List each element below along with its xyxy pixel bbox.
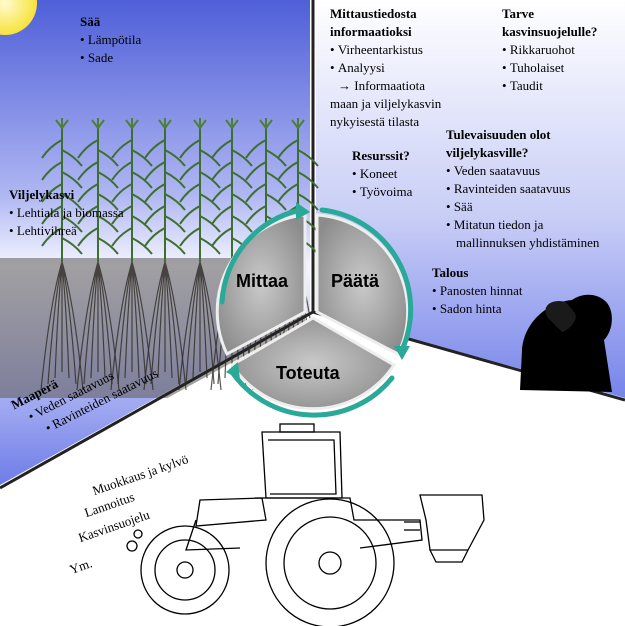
arrowhead-3 [226,362,240,380]
weather-block: Sää Lämpötila Sade [80,13,141,67]
arrow-execute-to-measure [229,369,395,418]
future-item: Ravinteiden saatavuus [446,180,599,198]
economy-item: Sadon hinta [432,300,523,318]
info-arrow-line2: maan ja viljelykasvin [330,96,442,111]
future-item-continued: mallinnuksen yhdistäminen [456,235,600,250]
cycle-label-decide: Päätä [331,271,380,291]
future-title-line1: Tulevaisuuden olot [446,127,551,142]
economy-item: Panosten hinnat [432,282,523,300]
crop-title: Viljelykasvi [9,187,75,202]
segment-execute [229,316,397,411]
arrowhead-1 [296,202,310,220]
crop-plant [143,118,187,391]
arrow-decide-to-execute [319,207,414,353]
cycle-diagram [215,213,410,411]
resources-item: Koneet [352,165,412,183]
crop-item: Lehtiala ja biomassa [9,204,124,222]
arrow-measure-to-decide [219,207,303,305]
crop-plant [178,118,222,391]
info-title-line1: Mittaustiedosta [330,6,417,21]
protection-title-line1: Tarve [502,6,535,21]
cycle-arrows [219,207,414,418]
protection-item: Taudit [502,77,597,95]
protection-item: Tuholaiset [502,59,597,77]
future-title-line2: viljelykasville? [446,145,529,160]
info-arrow-line3: nykyisestä tilasta [330,114,420,129]
info-title-line2: informaatioksi [330,24,412,39]
thinking-person-icon [520,294,612,392]
protection-item: Rikkaruohot [502,41,597,59]
tractor-icon [126,423,485,626]
resources-title: Resurssit? [352,148,410,163]
future-item: Sää [446,198,599,216]
info-item: Virheentarkistus [330,41,441,59]
cycle-label-execute: Toteuta [276,363,340,383]
future-block: Tulevaisuuden olot viljelykasville? Vede… [446,126,599,252]
resources-block: Resurssit? Koneet Työvoima [352,147,412,201]
economy-block: Talous Panosten hinnat Sadon hinta [432,264,523,318]
future-item: Mitatun tiedon ja [446,216,599,234]
weather-item: Lämpötila [80,31,141,49]
weather-item: Sade [80,49,141,67]
crop-block: Viljelykasvi Lehtiala ja biomassa Lehtiv… [9,186,124,240]
economy-title: Talous [432,265,469,280]
info-arrow-line1: → Informaatiota [338,78,425,93]
info-item: Analyysi [330,59,441,77]
weather-title: Sää [80,14,101,29]
protection-title-line2: kasvinsuojelulle? [502,24,598,39]
arrow-heads [226,202,410,380]
protection-block: Tarve kasvinsuojelulle? Rikkaruohot Tuho… [502,5,597,95]
crop-item: Lehtivihreä [9,222,124,240]
arrowhead-2 [394,346,410,360]
cycle-label-measure: Mittaa [236,271,289,291]
future-item: Veden saatavuus [446,162,599,180]
sun-icon [0,0,37,35]
info-block: Mittaustiedosta informaatioksi Virheenta… [330,5,441,131]
resources-item: Työvoima [352,183,413,201]
